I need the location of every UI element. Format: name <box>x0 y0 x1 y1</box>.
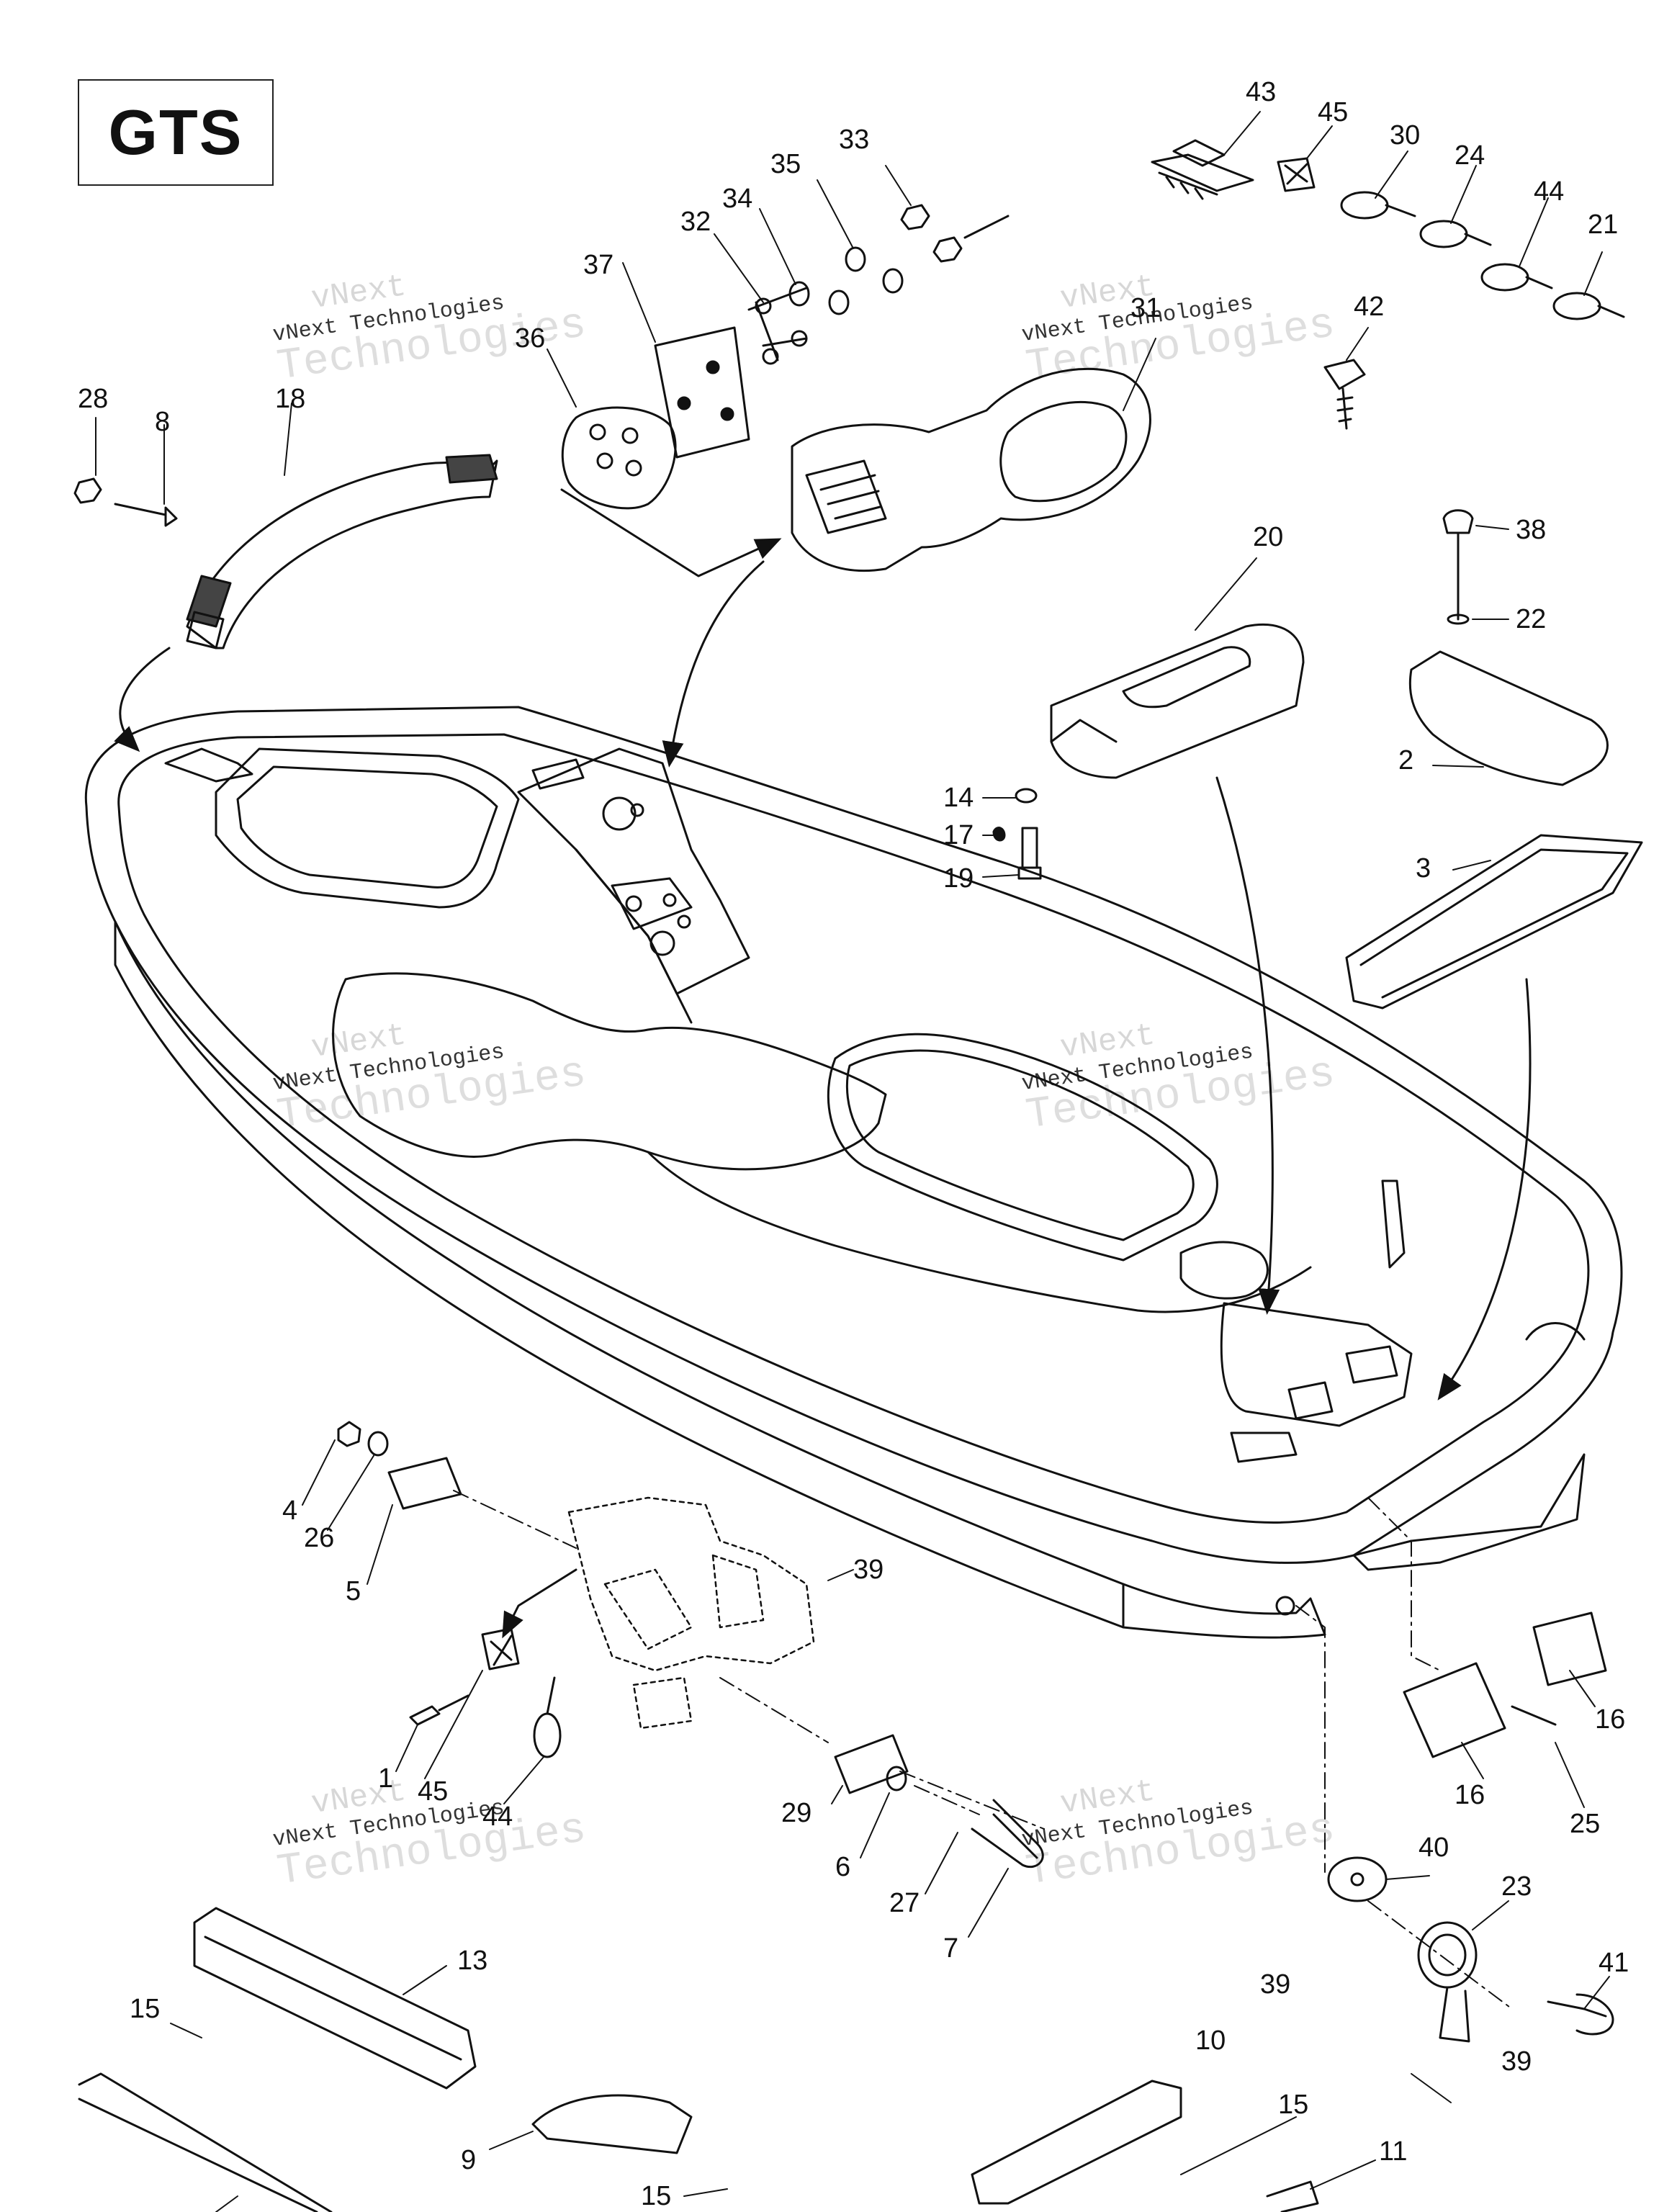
callout-38: 38 <box>1516 515 1546 545</box>
plate-29-washer-6 <box>834 1734 909 1794</box>
storage-cover <box>1050 623 1305 779</box>
callout-40: 40 <box>1419 1833 1449 1863</box>
cable-ties <box>1340 191 1625 320</box>
callout-34: 34 <box>722 184 752 214</box>
pad-3 <box>1345 834 1643 1010</box>
callout-16: 16 <box>1595 1704 1625 1735</box>
callout-30: 30 <box>1390 120 1420 150</box>
rivet-1 <box>409 1694 469 1726</box>
callout-3: 3 <box>1416 853 1431 884</box>
screw-42 <box>1323 359 1366 430</box>
model-label-box: GTS <box>78 79 274 186</box>
callout-7: 7 <box>943 1933 958 1964</box>
callout-33: 33 <box>839 125 869 155</box>
callout-11: 11 <box>1379 2136 1407 2167</box>
callout-43: 43 <box>1246 77 1276 107</box>
callout-15: 15 <box>1278 2090 1308 2120</box>
assembly-arrows <box>114 488 1532 1639</box>
callout-29: 29 <box>781 1798 811 1828</box>
callout-20: 20 <box>1253 522 1283 552</box>
tie-mount-45b <box>481 1627 520 1671</box>
callout-24: 24 <box>1455 140 1485 171</box>
handle-grip <box>186 454 498 649</box>
callout-26: 26 <box>304 1523 334 1553</box>
callout-31: 31 <box>1130 293 1161 323</box>
tie-mount-45 <box>1277 157 1316 192</box>
callout-28: 28 <box>78 384 108 414</box>
callout-8: 8 <box>155 407 170 437</box>
callout-13: 13 <box>457 1946 487 1976</box>
leader-lines <box>95 111 1610 2212</box>
u-bolt-7 <box>971 1799 1044 1869</box>
pad-2 <box>1408 650 1609 786</box>
bolt-19-washer-14 <box>992 788 1042 880</box>
model-label: GTS <box>108 96 243 168</box>
callout-15: 15 <box>641 2181 671 2211</box>
tie-44b <box>533 1676 562 1758</box>
callout-44: 44 <box>482 1802 513 1832</box>
callout-5: 5 <box>346 1576 361 1606</box>
callout-22: 22 <box>1516 604 1546 634</box>
callout-39: 39 <box>853 1555 884 1585</box>
pads-16 <box>1403 1611 1607 1758</box>
callout-21: 21 <box>1588 210 1618 240</box>
callout-37: 37 <box>583 250 613 280</box>
dash-lines <box>453 1490 1513 2010</box>
callout-2: 2 <box>1398 745 1413 775</box>
callout-39: 39 <box>1260 1969 1290 2000</box>
callout-45: 45 <box>1318 97 1348 127</box>
hull <box>84 706 1623 1639</box>
callout-27: 27 <box>889 1888 920 1918</box>
mounting-plate <box>654 287 808 459</box>
callout-17: 17 <box>943 820 974 850</box>
callout-14: 14 <box>943 783 974 813</box>
plate-5-nut-4-washer-26 <box>337 1421 462 1510</box>
callout-32: 32 <box>680 207 711 237</box>
callout-35: 35 <box>770 149 801 179</box>
callout-9: 9 <box>461 2145 476 2175</box>
callout-4: 4 <box>282 1496 297 1526</box>
callout-25: 25 <box>1570 1809 1600 1839</box>
callout-44: 44 <box>1534 176 1564 207</box>
callout-36: 36 <box>515 323 545 354</box>
hardware-nuts-washers <box>788 204 1010 315</box>
callout-1: 1 <box>378 1763 393 1794</box>
callout-42: 42 <box>1354 292 1384 322</box>
callout-23: 23 <box>1501 1871 1532 1902</box>
clip-43 <box>1151 139 1254 200</box>
callout-18: 18 <box>275 384 305 414</box>
mirror-support <box>791 367 1151 572</box>
callout-15: 15 <box>130 1994 160 2024</box>
mount-bracket-dotted <box>567 1496 815 1730</box>
callout-19: 19 <box>943 863 974 894</box>
callout-16: 16 <box>1455 1780 1485 1810</box>
rivet-8-nut-28 <box>73 477 178 527</box>
callout-labels: 43 45 30 24 44 21 42 33 35 34 32 37 36 3… <box>78 77 1629 2211</box>
callout-39: 39 <box>1501 2046 1532 2077</box>
drain-plug-23-40-41 <box>1327 1856 1614 2043</box>
rubber-pad <box>561 406 677 510</box>
callout-10: 10 <box>1195 2026 1226 2056</box>
callout-6: 6 <box>835 1852 850 1882</box>
callout-45: 45 <box>418 1776 448 1807</box>
rub-rail <box>78 1907 1319 2212</box>
callout-41: 41 <box>1599 1948 1629 1978</box>
plug-38-22 <box>1442 509 1474 625</box>
